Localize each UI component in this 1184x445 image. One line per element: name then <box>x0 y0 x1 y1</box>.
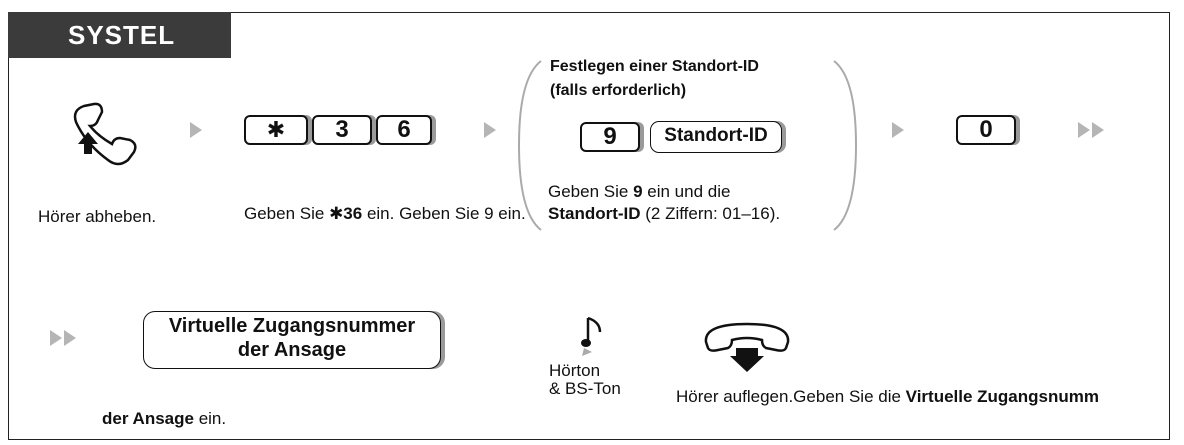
virtual-line-2: der Ansage <box>237 339 347 361</box>
key-3: 3 <box>312 115 372 145</box>
location-caption-1-post: ein und die <box>642 182 731 201</box>
hangup-caption: Hörer auflegen.Geben Sie die Virtuelle Z… <box>676 387 1099 407</box>
double-arrow-b <box>1092 122 1104 138</box>
virtual-access-number-box: Virtuelle Zugangsnummer der Ansage <box>143 311 441 369</box>
tone-line-1: Hörton <box>549 361 601 380</box>
music-note-icon <box>581 316 602 356</box>
feature-caption-pre: Geben Sie <box>244 204 330 223</box>
location-caption-1-pre: Geben Sie <box>548 182 634 201</box>
optional-right-bracket <box>833 60 858 231</box>
handset-off-hook-icon <box>73 102 137 166</box>
key-6: 6 <box>376 115 432 145</box>
step-arrow <box>484 122 496 138</box>
tone-line-2: & BS-Ton <box>549 379 621 398</box>
key-location-id: Standort-ID <box>650 121 782 153</box>
feature-caption-post: ein. Geben Sie 9 ein. <box>362 204 526 223</box>
key-0: 0 <box>956 115 1016 145</box>
virtual-caption-post: ein. <box>193 409 227 428</box>
key-9: 9 <box>580 122 640 152</box>
virtual-caption: der Ansage ein. <box>102 409 226 429</box>
virtual-line-1: Virtuelle Zugangsnummer <box>168 315 416 337</box>
location-caption-2: Standort-ID (2 Ziffern: 01–16). <box>548 204 780 224</box>
lift-caption: Hörer abheben. <box>38 207 157 226</box>
virtual-caption-bold: der Ansage <box>102 409 194 428</box>
feature-caption: Geben Sie ✱36 ein. Geben Sie 9 ein. <box>244 204 526 224</box>
location-caption-1-bold: 9 <box>633 182 643 201</box>
double-arrow-a <box>50 330 62 346</box>
optional-left-bracket <box>517 60 542 231</box>
double-arrow-b <box>64 330 76 346</box>
feature-caption-code: ✱36 <box>329 204 363 223</box>
diagram-frame <box>8 12 1170 440</box>
handset-on-hook-icon <box>704 322 790 372</box>
brand-tab: SYSTEL <box>8 12 231 58</box>
step-arrow <box>190 122 202 138</box>
hangup-caption-bold: Virtuelle Zugangsnumm <box>905 387 1099 406</box>
hangup-caption-pre: Hörer auflegen.Geben Sie die <box>676 387 906 406</box>
location-caption-2-post: (2 Ziffern: 01–16). <box>640 204 781 223</box>
double-arrow-a <box>1078 122 1090 138</box>
location-caption-2-bold: Standort-ID <box>548 204 641 223</box>
location-caption-1: Geben Sie 9 ein und die <box>548 182 730 202</box>
step-arrow <box>892 122 904 138</box>
key-star: ✱ <box>244 115 308 145</box>
location-title-1: Festlegen einer Standort-ID <box>550 58 759 75</box>
location-title-2: (falls erforderlich) <box>550 82 687 99</box>
